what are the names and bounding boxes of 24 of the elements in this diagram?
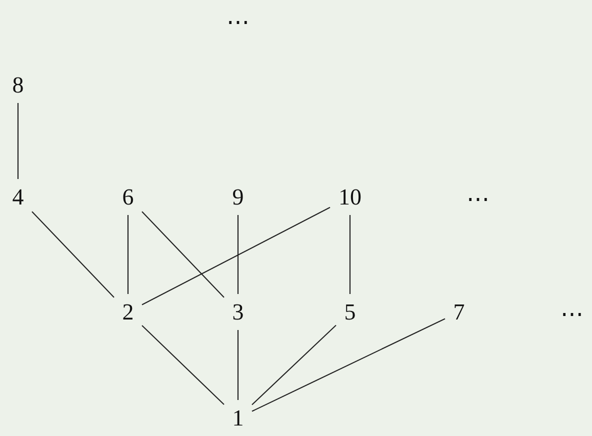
edge-line bbox=[17, 103, 19, 179]
edge-line bbox=[237, 330, 239, 400]
ellipsis: ⋯ bbox=[466, 188, 490, 210]
vertex-label: 4 bbox=[12, 186, 24, 208]
vertex-label: 3 bbox=[232, 300, 244, 324]
vertex-label: 1 bbox=[232, 406, 244, 430]
vertex-label: 8 bbox=[12, 74, 24, 96]
vertex-label: 10 bbox=[338, 186, 362, 208]
edge-line bbox=[127, 215, 129, 294]
edge-line bbox=[252, 318, 446, 412]
vertex-label: 9 bbox=[232, 186, 244, 208]
edge-line bbox=[142, 211, 224, 298]
edge-line bbox=[252, 324, 336, 406]
edge-line bbox=[142, 206, 330, 306]
edge-line bbox=[349, 215, 351, 294]
vertex-label: 5 bbox=[344, 300, 356, 324]
vertex-label: 6 bbox=[122, 186, 134, 208]
edge-line bbox=[237, 215, 239, 294]
vertex-label: 2 bbox=[122, 300, 134, 324]
edge-line bbox=[142, 325, 224, 405]
edge-line bbox=[32, 211, 114, 298]
vertex-label: 7 bbox=[453, 300, 465, 324]
ellipsis: ⋯ bbox=[560, 302, 584, 326]
ellipsis: ⋯ bbox=[226, 10, 250, 34]
